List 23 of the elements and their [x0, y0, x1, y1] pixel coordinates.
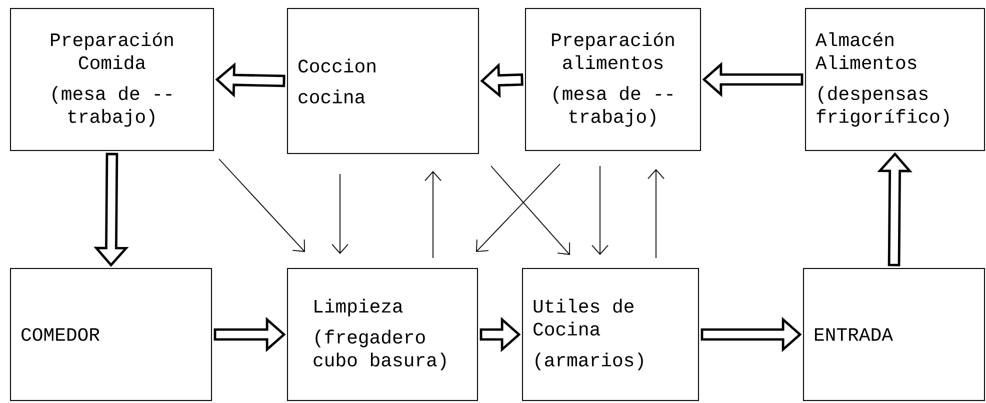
block-arrow: [480, 316, 521, 352]
block-arrow: [877, 152, 912, 266]
block-arrow: [700, 316, 802, 352]
room-box: Coccion cocina: [287, 8, 479, 154]
room-box: Preparación Comida (mesa de -- trabajo): [10, 8, 214, 151]
block-arrow: [215, 62, 286, 98]
block-arrow: [702, 62, 804, 98]
arrow: [424, 171, 442, 258]
arrow: [648, 169, 664, 258]
block-arrow: [94, 152, 129, 267]
arrow: [332, 174, 348, 254]
room-box: COMEDOR: [10, 268, 212, 401]
arrow: [476, 164, 560, 252]
room-box: Preparación alimentos (mesa de -- trabajo): [525, 8, 701, 151]
room-box: ENTRADA: [803, 268, 985, 401]
arrow: [490, 166, 570, 255]
arrow: [592, 166, 608, 255]
arrow: [218, 158, 305, 252]
block-arrow: [214, 316, 286, 352]
room-box: Limpieza (fregadero cubo basura): [287, 268, 478, 401]
room-box: Almacén Alimentos (despensas frigorífico): [805, 8, 985, 151]
room-box: Utiles de Cocina (armarios): [522, 268, 699, 401]
block-arrow: [480, 62, 524, 98]
